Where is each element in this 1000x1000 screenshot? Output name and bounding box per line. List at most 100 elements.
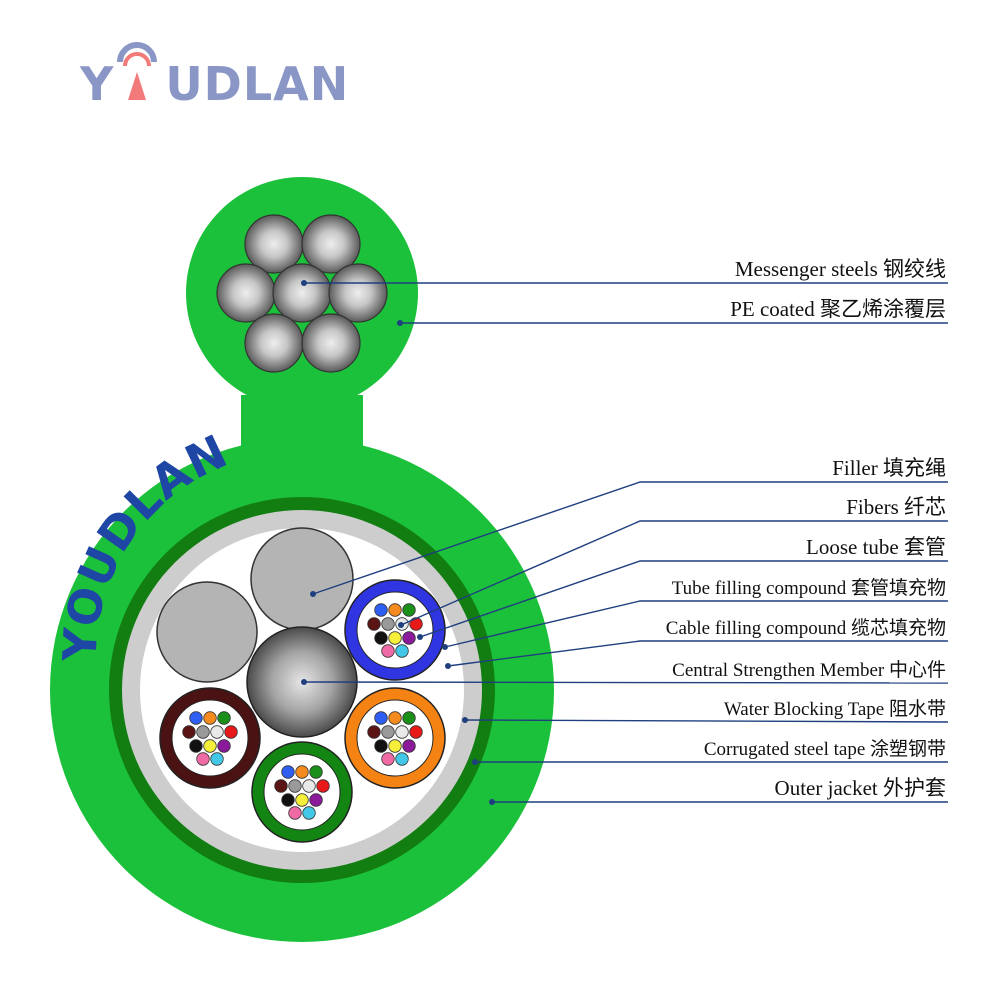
steel-strand [301, 313, 361, 373]
leader-dot [445, 663, 451, 669]
fiber [203, 711, 217, 725]
fiber [381, 752, 395, 766]
fiber [210, 725, 224, 739]
leader-dot [301, 280, 307, 286]
fiber [316, 779, 330, 793]
fiber [367, 725, 381, 739]
leader-dot [472, 759, 478, 765]
fiber [388, 711, 402, 725]
fiber [395, 752, 409, 766]
fiber [402, 711, 416, 725]
fiber [374, 603, 388, 617]
leader-lines [301, 280, 949, 805]
loose-tube-blue [344, 579, 446, 681]
brand-logo-text: Y UDLAN [79, 57, 349, 111]
loose-tube-green [251, 741, 353, 843]
leader-line [312, 481, 948, 595]
brand-logo-o-mark-icon [117, 42, 157, 100]
label-corrugated-steel-tape: Corrugated steel tape 涂塑钢带 [704, 738, 946, 760]
leader-line [464, 719, 949, 723]
fiber [402, 739, 416, 753]
messenger-steel-strands [216, 214, 388, 373]
leader-dot [462, 717, 468, 723]
brand-logo-o-triangle [128, 72, 146, 100]
fiber [302, 806, 316, 820]
fiber [402, 603, 416, 617]
fiber [374, 711, 388, 725]
fiber [302, 779, 316, 793]
brand-logo-o-arc [117, 42, 157, 63]
fiber [367, 617, 381, 631]
fiber [182, 725, 196, 739]
fiber [281, 793, 295, 807]
label-loose-tube: Loose tube 套管 [806, 535, 946, 559]
fiber [196, 725, 210, 739]
fiber [196, 752, 210, 766]
leader-dot [489, 799, 495, 805]
fiber [203, 739, 217, 753]
fiber [288, 806, 302, 820]
label-cable-filling-compound: Cable filling compound 缆芯填充物 [666, 617, 946, 639]
fiber [224, 725, 238, 739]
steel-strand [328, 263, 388, 323]
fiber [395, 644, 409, 658]
fiber [288, 779, 302, 793]
fiber [395, 725, 409, 739]
leader-dot [417, 634, 423, 640]
label-pe-coated: PE coated 聚乙烯涂覆层 [730, 297, 946, 321]
fiber [274, 779, 288, 793]
loose-tube-brown [159, 687, 261, 789]
brand-logo: Y UDLAN [79, 42, 349, 111]
brand-logo-o-inner-arc [123, 52, 151, 67]
leader-line [447, 640, 948, 667]
fiber [210, 752, 224, 766]
label-outer-jacket: Outer jacket 外护套 [775, 776, 946, 800]
label-filler: Filler 填充绳 [832, 456, 946, 480]
fiber [374, 739, 388, 753]
fiber [189, 739, 203, 753]
fiber [295, 793, 309, 807]
fiber [309, 793, 323, 807]
label-tube-filling-compound: Tube filling compound 套管填充物 [672, 577, 946, 599]
fiber [309, 765, 323, 779]
fiber [381, 644, 395, 658]
loose-tubes [159, 579, 446, 843]
steel-strand [272, 263, 332, 323]
fiber [409, 725, 423, 739]
leader-dot [310, 591, 316, 597]
fiber [402, 631, 416, 645]
fiber [374, 631, 388, 645]
steel-strand [244, 313, 304, 373]
fiber [295, 765, 309, 779]
leader-line [400, 520, 948, 626]
leader-dot [398, 622, 404, 628]
label-central-strengthen-member: Central Strengthen Member 中心件 [672, 659, 946, 681]
loose-tube-orange [344, 687, 446, 789]
fiber [388, 739, 402, 753]
fiber [388, 603, 402, 617]
filler-rope [156, 581, 258, 683]
leader-line [419, 560, 948, 638]
fiber [381, 725, 395, 739]
leader-dot [397, 320, 403, 326]
label-messenger-steels: Messenger steels 钢绞线 [735, 257, 946, 281]
fiber [388, 631, 402, 645]
leader-dot [301, 679, 307, 685]
fiber [381, 617, 395, 631]
steel-strand [216, 263, 276, 323]
component-labels: Messenger steels 钢绞线 PE coated 聚乙烯涂覆层 Fi… [666, 257, 946, 800]
filler-rope [250, 527, 354, 631]
fiber [409, 617, 423, 631]
fiber [189, 711, 203, 725]
label-fibers: Fibers 纤芯 [846, 495, 946, 519]
fiber [281, 765, 295, 779]
label-water-blocking-tape: Water Blocking Tape 阻水带 [724, 698, 946, 720]
brand-logo-prefix: Y [79, 57, 114, 111]
steel-strand [244, 214, 304, 274]
fiber [217, 739, 231, 753]
steel-strand [301, 214, 361, 274]
leader-dot [442, 644, 448, 650]
leader-line [303, 681, 949, 684]
fiber [217, 711, 231, 725]
